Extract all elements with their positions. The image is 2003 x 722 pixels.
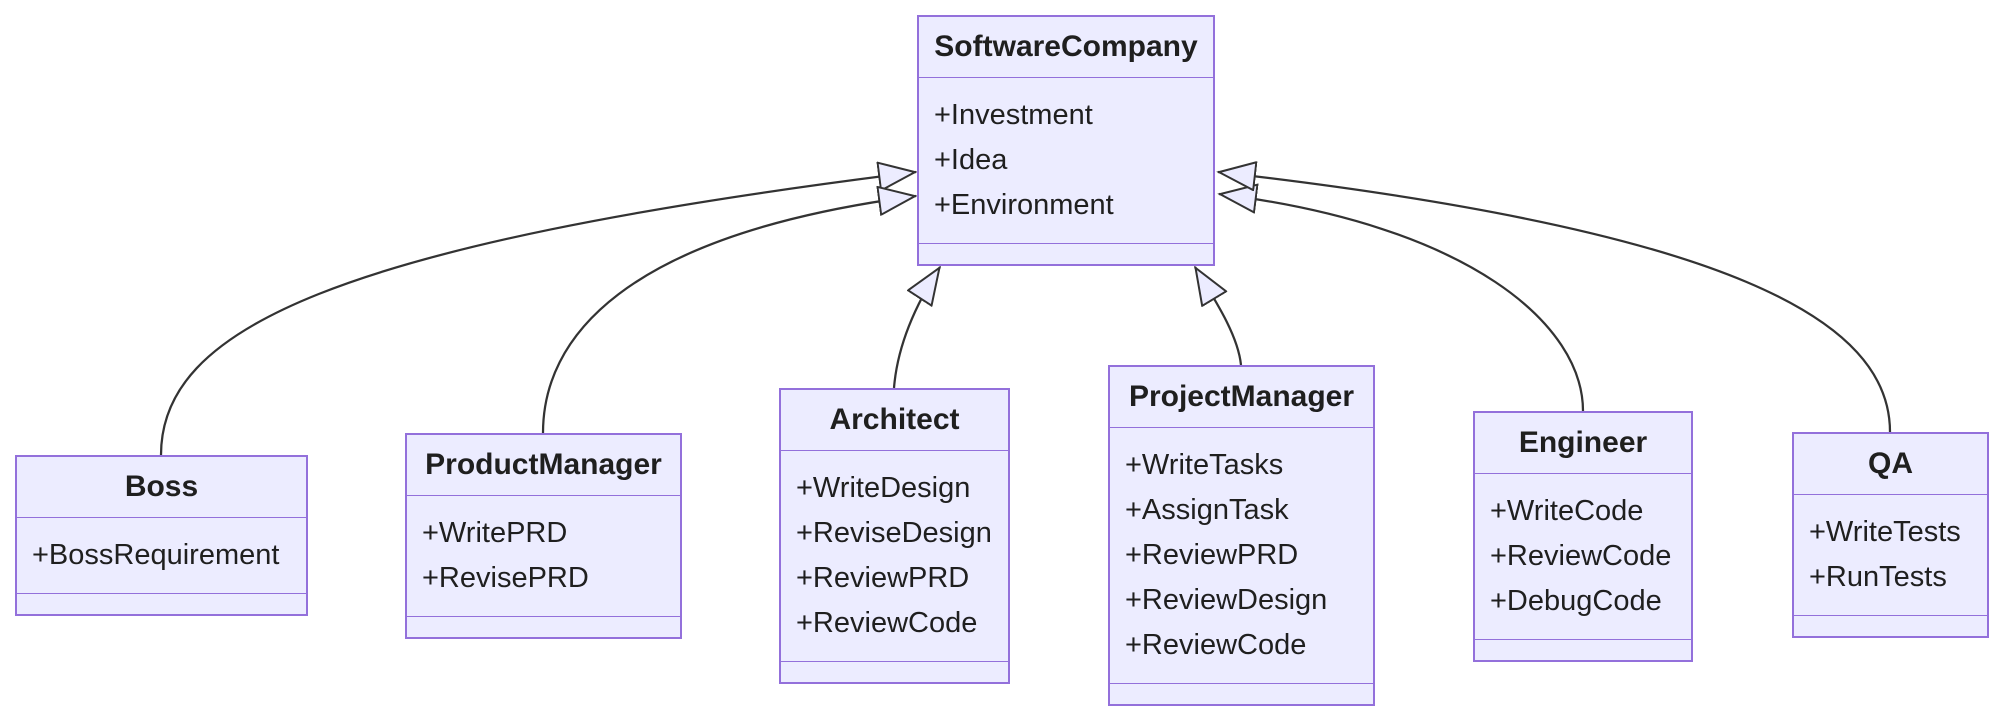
- class-attribute: +ReviewDesign: [1125, 584, 1328, 616]
- class-attribute: +RunTests: [1809, 561, 1947, 593]
- class-attribute: +WriteTasks: [1125, 449, 1284, 481]
- class-methods-empty: [17, 593, 306, 614]
- inheritance-edge-engineer: [1219, 194, 1585, 412]
- class-attributes: +WritePRD +RevisePRD: [407, 496, 680, 616]
- class-title: SoftwareCompany: [919, 17, 1213, 78]
- class-methods-empty: [1110, 683, 1373, 704]
- class-attribute: +WriteCode: [1490, 495, 1644, 527]
- class-attribute: +BossRequirement: [32, 539, 280, 571]
- class-attribute: +ReviewCode: [1490, 540, 1672, 572]
- class-attribute: +WriteTests: [1809, 516, 1961, 548]
- class-methods-empty: [1475, 639, 1691, 660]
- class-methods-empty: [1794, 615, 1987, 636]
- class-attributes: +WriteTasks +AssignTask +ReviewPRD +Revi…: [1110, 428, 1373, 683]
- class-attribute: +WritePRD: [422, 517, 568, 549]
- class-attribute: +ReviewCode: [796, 607, 978, 639]
- class-node-engineer: Engineer +WriteCode +ReviewCode +DebugCo…: [1473, 411, 1693, 662]
- class-node-software-company: SoftwareCompany +Investment +Idea +Envir…: [917, 15, 1215, 266]
- class-title: ProjectManager: [1110, 367, 1373, 428]
- class-node-boss: Boss +BossRequirement: [15, 455, 308, 616]
- class-attribute: +Investment: [934, 99, 1093, 131]
- class-attributes: +BossRequirement: [17, 518, 306, 593]
- class-methods-empty: [781, 661, 1008, 682]
- class-attribute: +RevisePRD: [422, 562, 589, 594]
- class-attribute: +Idea: [934, 144, 1008, 176]
- class-node-project-manager: ProjectManager +WriteTasks +AssignTask +…: [1108, 365, 1375, 706]
- class-title: ProductManager: [407, 435, 680, 496]
- class-node-qa: QA +WriteTests +RunTests: [1792, 432, 1989, 638]
- inheritance-edge-boss: [159, 172, 916, 456]
- class-attributes: +WriteTests +RunTests: [1794, 495, 1987, 615]
- inheritance-edge-product-manager: [541, 196, 916, 434]
- class-methods-empty: [407, 616, 680, 637]
- class-attribute: +DebugCode: [1490, 585, 1662, 617]
- inheritance-edge-qa: [1218, 172, 1892, 433]
- class-attribute: +ReviewPRD: [1125, 539, 1299, 571]
- inheritance-edge-project-manager: [1194, 267, 1243, 366]
- inheritance-edge-architect: [892, 267, 940, 389]
- class-attribute: +ReviewPRD: [796, 562, 970, 594]
- class-attribute: +WriteDesign: [796, 472, 971, 504]
- class-title: Boss: [17, 457, 306, 518]
- class-node-product-manager: ProductManager +WritePRD +RevisePRD: [405, 433, 682, 639]
- class-node-architect: Architect +WriteDesign +ReviseDesign +Re…: [779, 388, 1010, 684]
- class-attributes: +WriteDesign +ReviseDesign +ReviewPRD +R…: [781, 451, 1008, 661]
- class-methods-empty: [919, 243, 1213, 264]
- class-title: Engineer: [1475, 413, 1691, 474]
- class-attributes: +Investment +Idea +Environment: [919, 78, 1213, 243]
- class-attribute: +ReviewCode: [1125, 629, 1307, 661]
- class-attribute: +AssignTask: [1125, 494, 1289, 526]
- class-attribute: +Environment: [934, 189, 1114, 221]
- class-attributes: +WriteCode +ReviewCode +DebugCode: [1475, 474, 1691, 639]
- class-title: Architect: [781, 390, 1008, 451]
- class-title: QA: [1794, 434, 1987, 495]
- class-attribute: +ReviseDesign: [796, 517, 992, 549]
